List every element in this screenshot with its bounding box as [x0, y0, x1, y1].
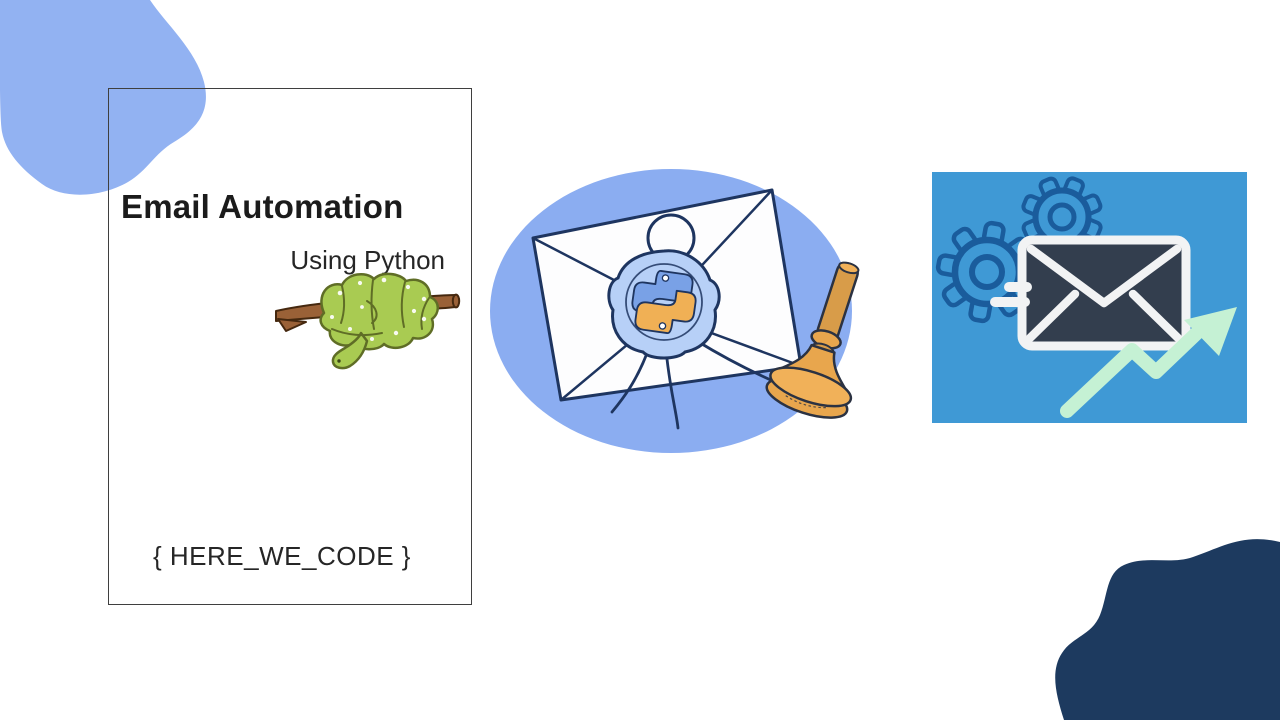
- snake-coil-lines: [331, 279, 430, 337]
- title-card: Email Automation Using Python: [108, 88, 472, 605]
- brand-code-text: { HERE_WE_CODE }: [153, 541, 411, 571]
- speed-lines-icon: [990, 282, 1032, 307]
- corner-blob-bottom-right: [1055, 539, 1280, 720]
- wax-seal-python-icon: [607, 249, 721, 360]
- snake-body: [319, 272, 439, 370]
- snake-speckles: [330, 277, 427, 341]
- sealed-envelope-illustration: [490, 169, 860, 453]
- envelope-icon: [1017, 235, 1191, 351]
- stamp-icon: [765, 261, 860, 419]
- blob-shape: [0, 0, 206, 195]
- snake-eye: [337, 359, 341, 363]
- python-logo-icon: [631, 269, 697, 335]
- corner-blob-top-left: [0, 0, 206, 195]
- seal-inner-ring: [625, 263, 703, 341]
- python-snake-icon: [275, 272, 461, 370]
- blob-shape: [1055, 539, 1280, 720]
- stamp-engraving: [785, 395, 827, 409]
- page-subtitle: Using Python: [290, 245, 445, 275]
- growth-arrow-icon: [1060, 307, 1237, 418]
- page-title: Email Automation: [121, 188, 404, 225]
- email-automation-graphic: [932, 172, 1247, 423]
